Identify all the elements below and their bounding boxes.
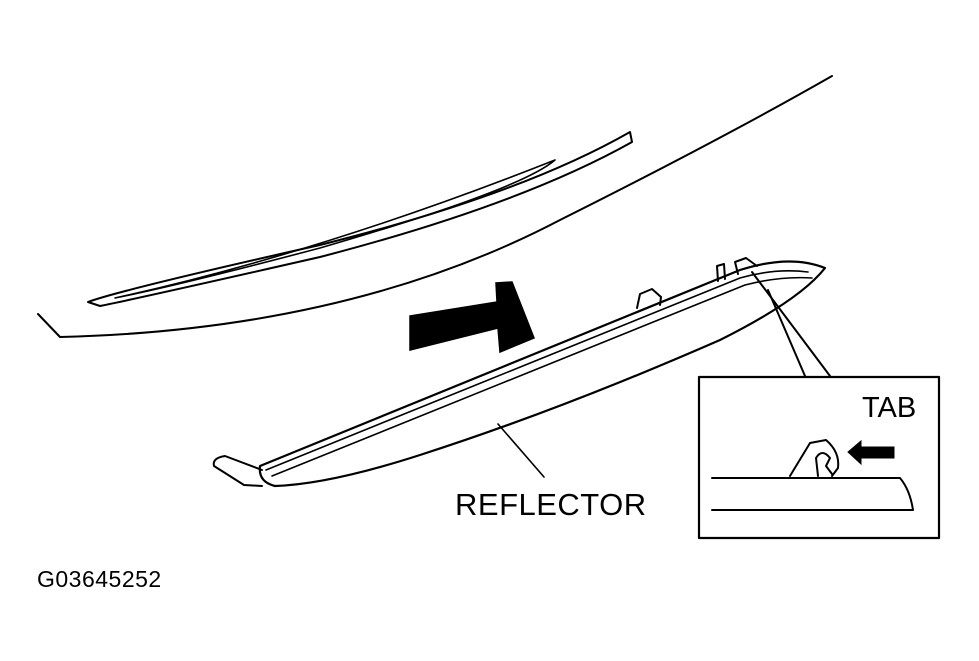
inset-reflector-edge <box>711 477 914 511</box>
figure-code: G03645252 <box>37 566 162 592</box>
tab-detail-inset <box>697 375 941 540</box>
reflector-ridge-2 <box>271 276 813 477</box>
inset-tab-hook <box>815 452 833 477</box>
reflector-body <box>258 260 827 488</box>
reflector-pin-right <box>716 263 726 282</box>
tab-label: TAB <box>862 392 917 424</box>
garnish-strip <box>87 131 633 307</box>
reflector-label: REFLECTOR <box>455 487 647 522</box>
reflector-pin-center <box>636 288 662 309</box>
garnish-strip-inner <box>114 159 556 299</box>
reflector-left-tab <box>212 455 263 487</box>
inset-tab <box>789 439 840 477</box>
callout-line-top <box>751 271 831 377</box>
inset-push-arrow <box>847 439 895 466</box>
install-direction-arrow <box>409 281 535 354</box>
body-panel-outline <box>37 75 833 338</box>
reflector-leader-line <box>497 423 545 478</box>
reflector-ridge <box>265 270 809 471</box>
callout-line-bottom <box>767 289 806 377</box>
reflector-tab-small <box>734 257 758 275</box>
